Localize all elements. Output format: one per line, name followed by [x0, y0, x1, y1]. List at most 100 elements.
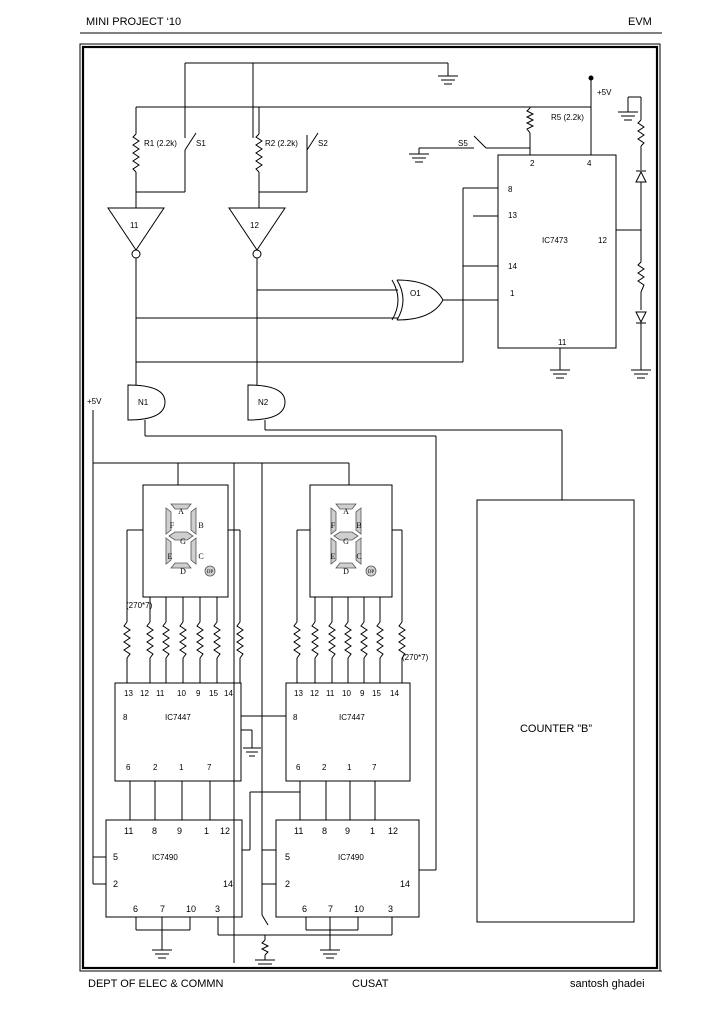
pin: 7 — [207, 763, 212, 772]
inverter-12 — [228, 207, 286, 251]
pin: 2 — [153, 763, 158, 772]
ic7473-pin-11: 11 — [558, 338, 567, 347]
seg-a-left: A — [178, 507, 184, 516]
ic7447-chip-right — [285, 682, 411, 782]
ic7473-chip — [497, 154, 617, 349]
seg-b-left: B — [198, 521, 203, 530]
pin: 2 — [322, 763, 327, 772]
s1-label: S1 — [196, 139, 206, 148]
pin: 9 — [196, 689, 201, 698]
switch-s2 — [306, 132, 319, 151]
ic7473-label: IC7473 — [542, 236, 568, 245]
ic7490-chip-left — [105, 819, 243, 918]
pin: 1 — [204, 826, 209, 836]
pin: 1 — [347, 763, 352, 772]
pin: 10 — [342, 689, 351, 698]
inverter-11 — [107, 207, 165, 251]
pin: 15 — [209, 689, 218, 698]
pin: 12 — [388, 826, 398, 836]
pin: 5 — [113, 852, 118, 862]
pin: 3 — [388, 904, 393, 914]
vcc-left-label: +5V — [87, 397, 102, 406]
ic7490-right-label: IC7490 — [338, 853, 364, 862]
s2-label: S2 — [318, 139, 328, 148]
ic7473-pin-13: 13 — [508, 211, 517, 220]
xor-gate-o1 — [391, 279, 444, 321]
pin: 1 — [179, 763, 184, 772]
pin: 5 — [285, 852, 290, 862]
pin: 8 — [293, 713, 298, 722]
res-array-right-label: (270*7) — [402, 653, 429, 662]
footer-university: CUSAT — [352, 978, 389, 990]
ic7490-chip-right — [275, 819, 420, 918]
pin: 9 — [345, 826, 350, 836]
pin: 8 — [123, 713, 128, 722]
header-right: EVM — [628, 16, 652, 28]
xor-label: O1 — [410, 289, 421, 298]
ic7473-pin-8: 8 — [508, 185, 513, 194]
header-title: MINI PROJECT ‘10 — [86, 16, 182, 28]
s5-label: S5 — [458, 139, 468, 148]
schematic-frame — [81, 45, 659, 970]
ground-symbol — [438, 75, 458, 85]
led-diode-bottom — [635, 311, 647, 324]
seg-g-left: G — [180, 537, 186, 546]
r2-label: R2 (2.2k) — [265, 139, 298, 148]
seg-e-left: E — [168, 552, 173, 561]
seg-f-right: F — [331, 521, 336, 530]
pin: 7 — [328, 904, 333, 914]
pin: 10 — [354, 904, 364, 914]
pin: 3 — [215, 904, 220, 914]
ic7473-pin-2: 2 — [530, 159, 535, 168]
footer-author: santosh ghadei — [570, 978, 645, 990]
pin: 14 — [400, 879, 410, 889]
vcc-top-label: +5V — [597, 88, 612, 97]
resistor-r5 — [525, 107, 535, 134]
dp-left: DP — [207, 570, 214, 575]
switch-s1 — [184, 132, 197, 151]
pin: 7 — [372, 763, 377, 772]
pin: 7 — [160, 904, 165, 914]
ic7473-pin-1: 1 — [510, 289, 515, 298]
ic7473-pin-4: 4 — [587, 159, 592, 168]
ic7447-right-label: IC7447 — [339, 713, 365, 722]
seven-segment-display-left — [142, 484, 229, 598]
pin: 6 — [296, 763, 301, 772]
seg-c-left: C — [198, 552, 203, 561]
ic7473-pin-14: 14 — [508, 262, 517, 271]
pin: 15 — [372, 689, 381, 698]
pin: 8 — [322, 826, 327, 836]
pin: 1 — [370, 826, 375, 836]
n2-label: N2 — [258, 398, 269, 407]
pin: 6 — [126, 763, 131, 772]
seg-c-right: C — [356, 552, 361, 561]
seven-segment-display-right — [309, 484, 393, 598]
seven-segment-glyph-right — [330, 503, 377, 577]
ic7473-pin-12: 12 — [598, 236, 607, 245]
r1-label: R1 (2.2k) — [144, 139, 177, 148]
seg-d-left: D — [180, 567, 186, 576]
seg-e-right: E — [331, 552, 336, 561]
pin: 11 — [294, 826, 303, 836]
seg-f-left: F — [170, 521, 175, 530]
led-diode-top — [635, 170, 647, 183]
pin: 8 — [152, 826, 157, 836]
pin: 2 — [113, 879, 118, 889]
pin: 9 — [360, 689, 365, 698]
pin: 14 — [223, 879, 233, 889]
reset-switch — [261, 914, 269, 926]
counter-b-block — [476, 499, 635, 923]
pin: 13 — [294, 689, 303, 698]
pin: 12 — [310, 689, 319, 698]
counter-b-label: COUNTER ”B” — [520, 723, 592, 735]
seg-d-right: D — [343, 567, 349, 576]
r5-label: R5 (2.2k) — [551, 113, 584, 122]
ic7490-left-label: IC7490 — [152, 853, 178, 862]
pin: 6 — [133, 904, 138, 914]
buf2-label: 12 — [250, 221, 259, 230]
pin: 9 — [177, 826, 182, 836]
pin: 2 — [285, 879, 290, 889]
switch-s5 — [473, 135, 487, 149]
pin: 11 — [326, 689, 335, 698]
